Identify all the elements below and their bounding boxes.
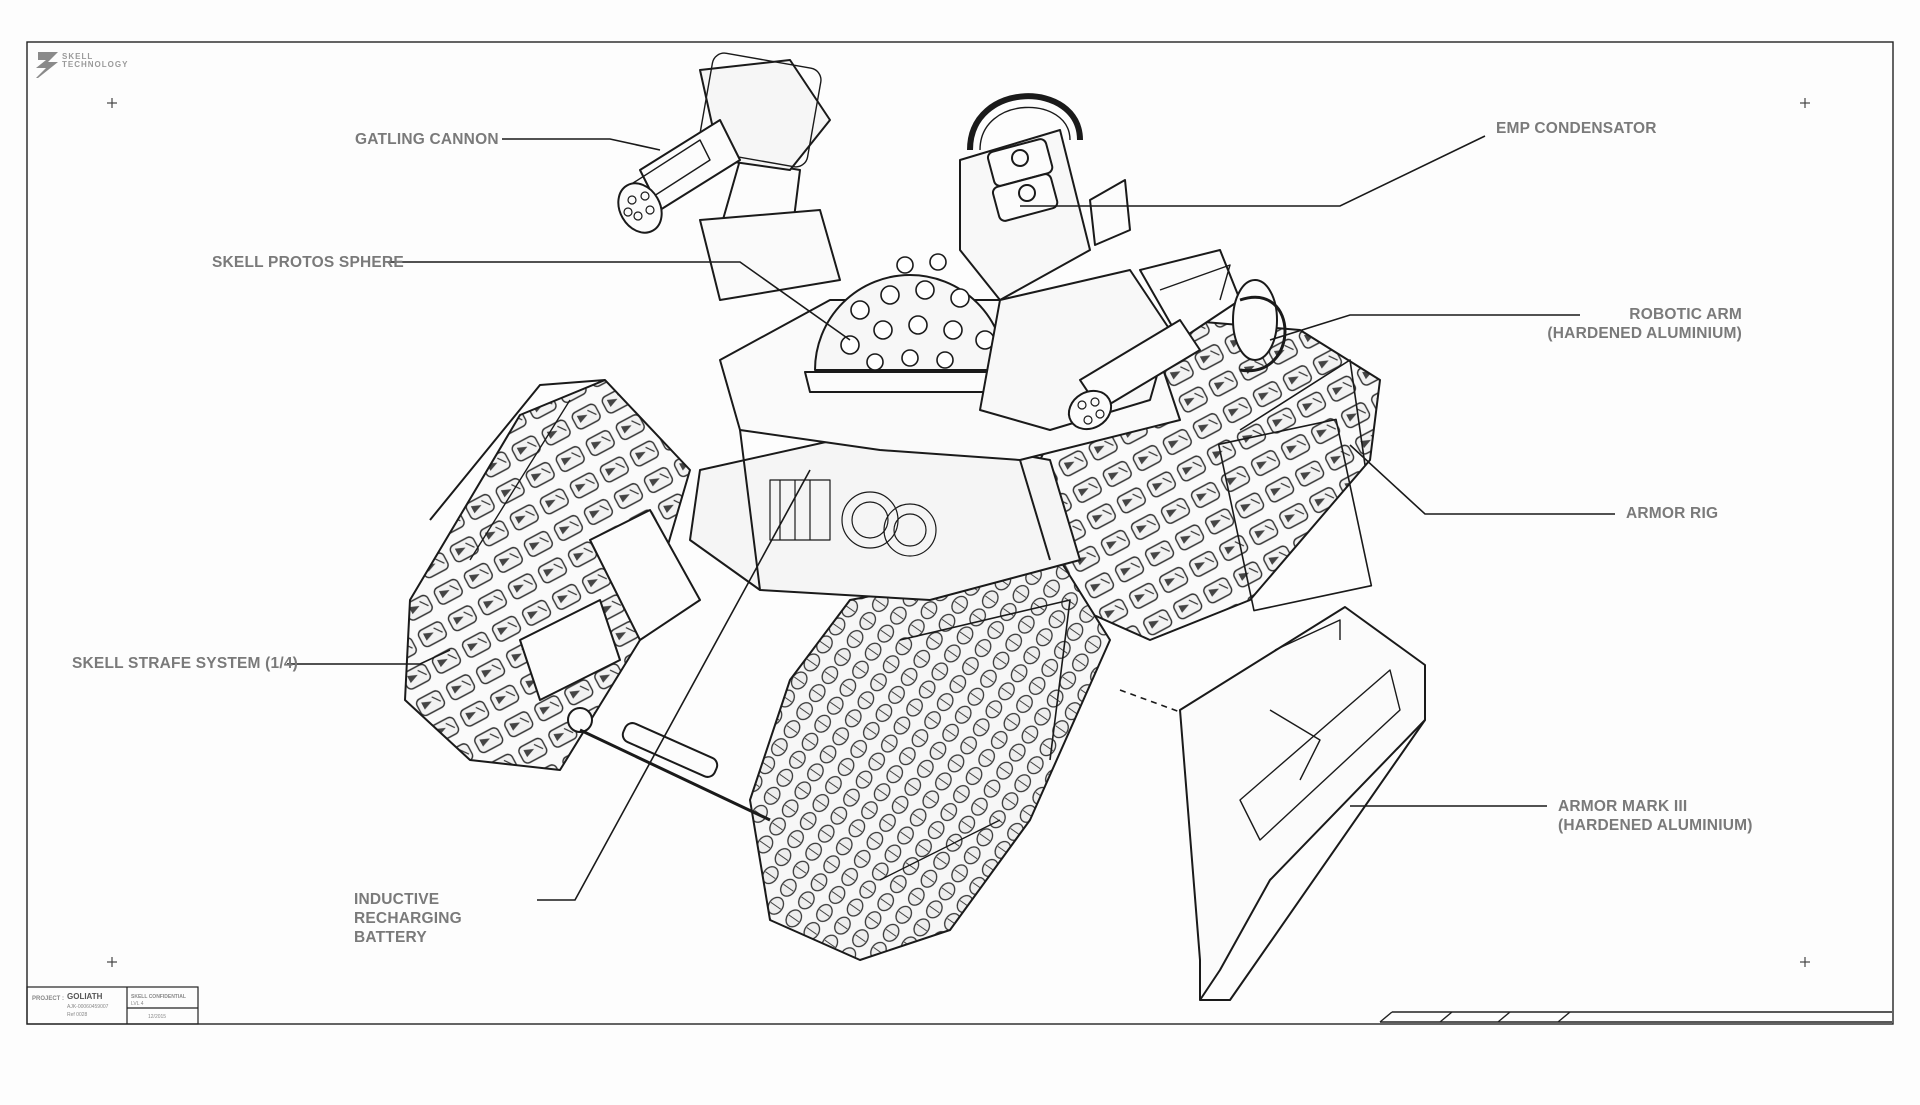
tb-project-name: GOLIATH [67, 992, 103, 1001]
label-emp-condensator: EMP CONDENSATOR [1496, 120, 1657, 137]
brand-line1: SKELL [62, 52, 94, 61]
tb-confidential: SKELL CONFIDENTIAL [131, 994, 186, 1000]
skell-logo-icon [36, 52, 58, 78]
track-module-rear-left [404, 379, 691, 771]
robotic-arm [979, 249, 1287, 431]
robot-illustration [404, 52, 1426, 1001]
protos-sphere [804, 253, 1016, 393]
leader-gatling-cannon [502, 138, 661, 151]
registration-marks [107, 98, 1810, 967]
strafe-suspension [519, 509, 701, 733]
bottom-strip [1379, 1011, 1892, 1023]
leader-strafe-system [287, 649, 451, 665]
leader-armor-rig [1349, 444, 1615, 515]
label-inductive-battery: INDUCTIVE RECHARGING BATTERY [354, 891, 462, 946]
emp-condensator [959, 93, 1131, 301]
leader-inductive-battery [537, 469, 811, 901]
sheet-frame [26, 41, 1894, 1025]
gatling-cannon-left [617, 52, 841, 301]
tb-date: 12/2015 [148, 1014, 167, 1020]
label-armor-rig: ARMOR RIG [1626, 505, 1719, 522]
brand-wordmark: SKELL TECHNOLOGY [62, 53, 128, 69]
inductive-battery-rod [579, 722, 771, 822]
label-robotic-arm: ROBOTIC ARM (HARDENED ALUMINIUM) [1547, 306, 1742, 342]
leader-lines [287, 135, 1615, 901]
title-block-frame [26, 986, 199, 1025]
tb-project-label: PROJECT : [32, 996, 65, 1002]
label-skell-strafe-system: SKELL STRAFE SYSTEM (1/4) [72, 655, 299, 672]
brand-line2: TECHNOLOGY [62, 60, 129, 69]
tb-confidential-sub: LVL 4 [131, 1001, 144, 1007]
armor-mount-guide [1119, 689, 1181, 713]
label-gatling-cannon: GATLING CANNON [355, 131, 499, 148]
label-skell-protos-sphere: SKELL PROTOS SPHERE [212, 254, 404, 271]
armor-mark-iii-panel [1179, 606, 1426, 1001]
label-armor-mark-iii: ARMOR MARK III (HARDENED ALUMINIUM) [1558, 798, 1753, 834]
track-module-front [749, 559, 1111, 961]
leader-protos-sphere [387, 261, 851, 341]
leader-emp-condensator [1020, 135, 1486, 207]
tb-project-ref: Ref 0028 [67, 1012, 88, 1018]
leader-robotic-arm [1269, 314, 1580, 341]
tb-project-code: AJK-00060459007 [67, 1004, 109, 1010]
